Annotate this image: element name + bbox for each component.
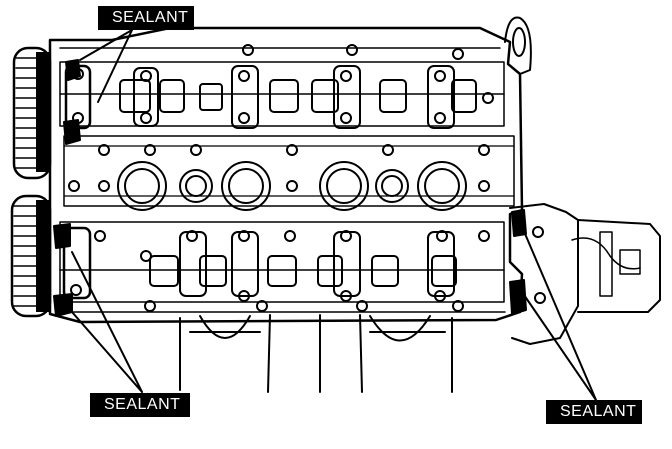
- sealant-label-top: SEALANT: [98, 6, 194, 30]
- upper-camshaft: [59, 61, 505, 130]
- bolts-lower: [70, 230, 490, 312]
- sealant-label-bottom-left: SEALANT: [90, 393, 190, 417]
- upper-cam-sprocket: [12, 46, 52, 180]
- leader-lines: [71, 29, 597, 401]
- sealant-label-bottom-right: SEALANT: [546, 400, 642, 424]
- lower-camshaft: [59, 221, 505, 303]
- rear-housing: [509, 203, 661, 345]
- lower-cam-sprocket: [10, 194, 52, 318]
- spark-plug-wells: [63, 135, 515, 211]
- lifting-eye: [504, 16, 532, 75]
- lower-casting: [179, 314, 453, 393]
